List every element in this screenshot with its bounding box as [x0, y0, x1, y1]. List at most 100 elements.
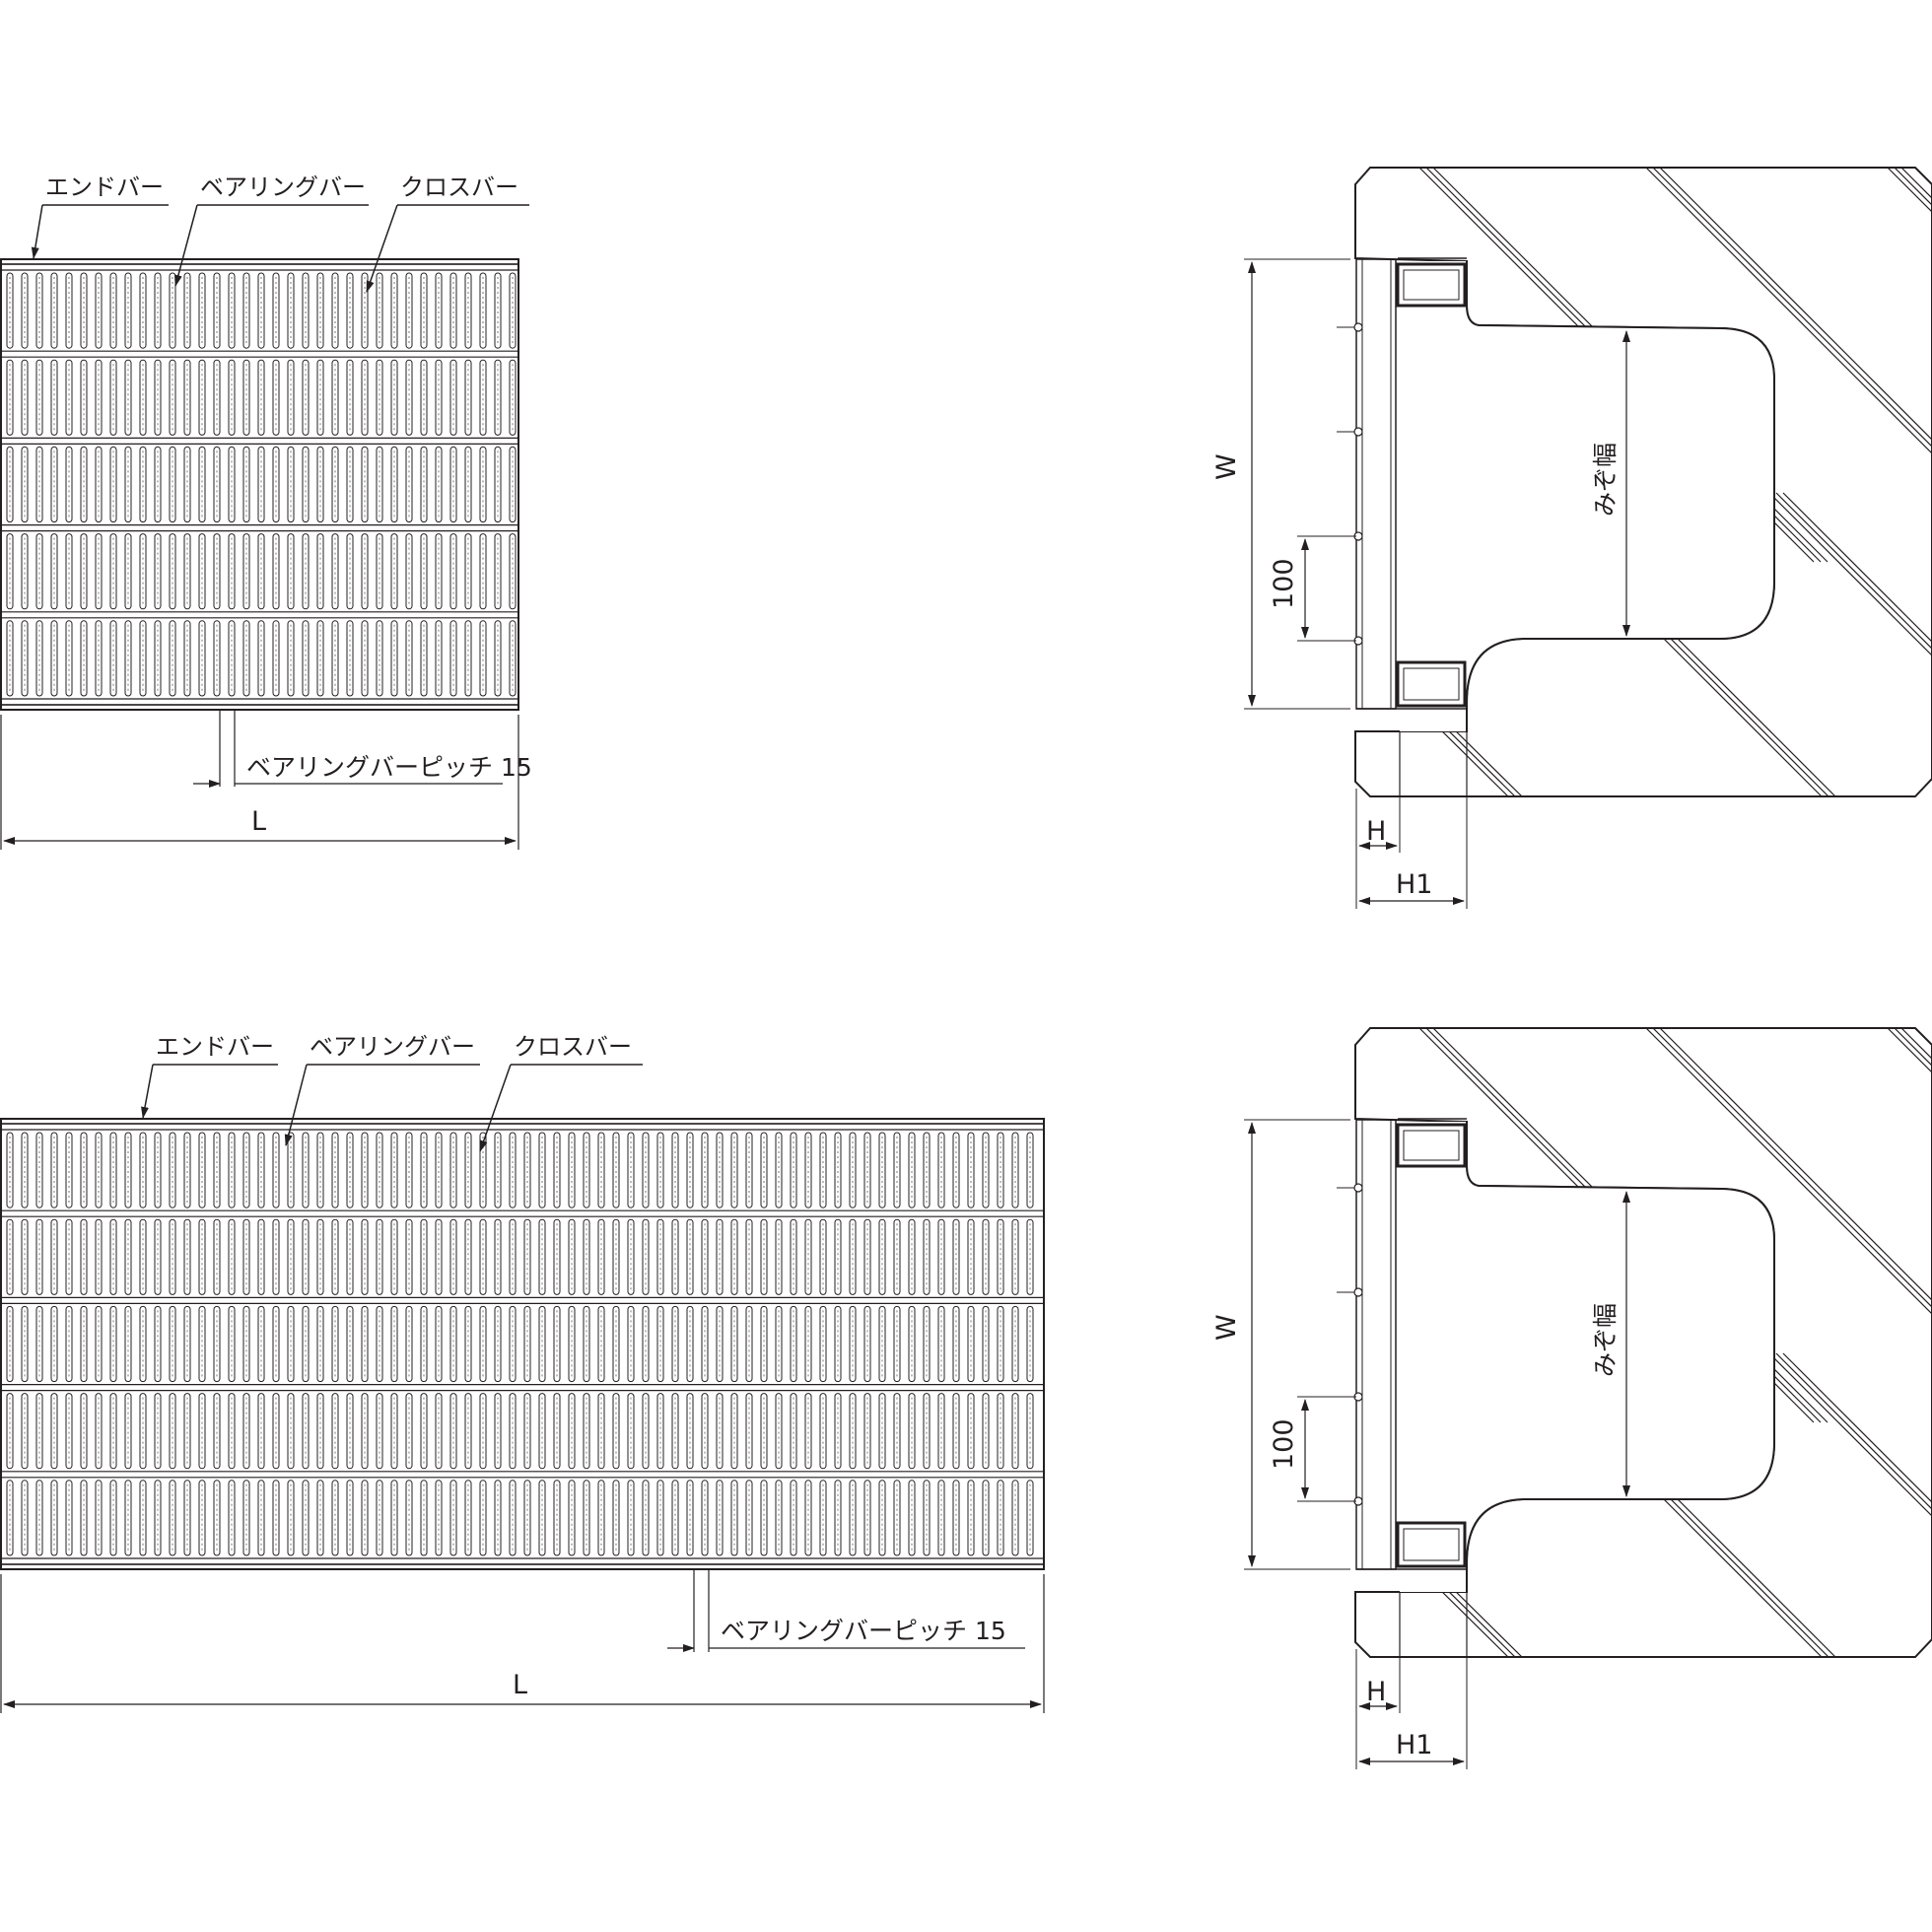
- bottom-bearing-bar: [553, 1218, 561, 1295]
- top-bearing-bar: [65, 620, 73, 697]
- bottom-hatch-line: [1768, 1352, 1932, 1517]
- bottom-bearing-bar: [642, 1480, 650, 1556]
- bottom-bearing-bar: [568, 1218, 576, 1295]
- bottom-bearing-bar: [671, 1132, 679, 1208]
- bottom-bearing-bar: [967, 1132, 975, 1208]
- top-bearing-bar: [257, 533, 265, 610]
- bottom-bearing-bar: [982, 1132, 990, 1208]
- bottom-bolt: [1353, 1287, 1363, 1297]
- bottom-bearing-bar: [228, 1218, 236, 1295]
- bottom-hatch-line: [1652, 1028, 1932, 1315]
- bottom-bearing-bar: [257, 1393, 265, 1470]
- top-bearing-bar: [405, 359, 413, 436]
- top-bearing-bar: [109, 359, 117, 436]
- bottom-bearing-bar: [435, 1393, 443, 1470]
- bottom-bearing-bar: [952, 1218, 960, 1295]
- top-bearing-bar: [376, 620, 383, 697]
- bottom-bearing-bar: [376, 1305, 383, 1383]
- top-height-total-label: H1: [1396, 869, 1432, 900]
- top-bearing-bar: [479, 446, 487, 523]
- top-bearing-bar: [139, 446, 147, 523]
- bottom-bearing-bar: [893, 1305, 901, 1383]
- bottom-bearing-bar: [597, 1305, 605, 1383]
- bottom-bearing-bar: [804, 1218, 812, 1295]
- top-bearing-bar: [154, 446, 162, 523]
- bottom-bearing-bar: [65, 1480, 73, 1556]
- top-bearing-bar: [257, 620, 265, 697]
- bottom-bearing-bar: [435, 1480, 443, 1556]
- bottom-bearing-bar: [287, 1393, 295, 1470]
- bottom-bearing-bar: [538, 1305, 546, 1383]
- bottom-bearing-bar: [583, 1393, 590, 1470]
- top-bearing-bar: [6, 620, 14, 697]
- bottom-bearing-bar: [952, 1132, 960, 1208]
- top-cross-bars: [1, 263, 518, 706]
- top-bearing-bar: [213, 620, 221, 697]
- bottom-bolt: [1353, 1183, 1363, 1193]
- top-bearing-bar: [198, 272, 206, 349]
- bottom-bearing-bar: [139, 1393, 147, 1470]
- bottom-bearing-bar: [509, 1393, 517, 1470]
- bottom-section-view: [1244, 1027, 1932, 1769]
- top-bearing-bar: [449, 620, 457, 697]
- bottom-bearing-bar: [494, 1218, 502, 1295]
- bottom-bearing-bar: [568, 1393, 576, 1470]
- top-bearing-bar: [494, 359, 502, 436]
- bottom-bearing-bar: [139, 1218, 147, 1295]
- bottom-cross-bars: [1, 1123, 1044, 1565]
- bottom-bearing-bar: [257, 1305, 265, 1383]
- bottom-bearing-bar: [701, 1305, 709, 1383]
- bottom-width-label: W: [1211, 1314, 1242, 1341]
- bottom-bearing-bar: [169, 1480, 176, 1556]
- top-bearing-bar: [346, 272, 354, 349]
- bottom-bearing-bar: [937, 1305, 945, 1383]
- top-bearing-bar: [169, 620, 176, 697]
- bottom-bearing-bar: [730, 1480, 738, 1556]
- bottom-frame-angle-bottom: [1396, 1521, 1467, 1568]
- bottom-bearing-bar: [923, 1393, 931, 1470]
- bottom-bearing-bar: [449, 1132, 457, 1208]
- bottom-bearing-bar: [790, 1393, 797, 1470]
- bottom-bearing-bar: [346, 1132, 354, 1208]
- bottom-bearing-bar: [109, 1218, 117, 1295]
- bottom-bearing-bar: [272, 1305, 280, 1383]
- bottom-bearing-bar: [597, 1132, 605, 1208]
- bottom-bearing-bar: [420, 1393, 428, 1470]
- top-bearing-bar: [154, 620, 162, 697]
- bottom-frame-angle-top: [1396, 1123, 1467, 1168]
- top-bearing-bar: [65, 359, 73, 436]
- bottom-bearing-bar: [997, 1218, 1004, 1295]
- top-bearing-bar: [479, 272, 487, 349]
- bottom-bearing-bar: [405, 1218, 413, 1295]
- bottom-bearing-bar: [405, 1305, 413, 1383]
- bottom-bearing-bar: [553, 1132, 561, 1208]
- bottom-bearing-bar-label: ベアリングバー: [310, 1033, 475, 1061]
- bottom-bearing-bar: [124, 1218, 132, 1295]
- bottom-bearing-bar: [834, 1132, 842, 1208]
- bottom-bearing-bar: [316, 1480, 324, 1556]
- top-bearing-bar: [331, 620, 339, 697]
- bottom-bearing-bar: [952, 1393, 960, 1470]
- bottom-hatch-line: [1775, 1352, 1932, 1517]
- bottom-bearing-bar: [124, 1480, 132, 1556]
- bottom-bearing-bar: [642, 1305, 650, 1383]
- bottom-bearing-bar: [775, 1480, 783, 1556]
- bottom-bearing-bar: [109, 1132, 117, 1208]
- top-bearing-bar: [509, 533, 517, 610]
- top-leaders: [31, 204, 529, 293]
- top-bearing-bar: [50, 533, 58, 610]
- bottom-bearing-bar: [701, 1480, 709, 1556]
- top-frame-angle-top: [1396, 262, 1467, 308]
- bottom-bearing-bar: [790, 1218, 797, 1295]
- top-channel-width-label: みぞ幅: [1591, 443, 1620, 517]
- bottom-bearing-bar: [257, 1132, 265, 1208]
- top-bearing-bar: [272, 272, 280, 349]
- top-section-view: [1244, 167, 1932, 909]
- top-bearing-bar: [257, 446, 265, 523]
- bottom-bearing-bar: [863, 1305, 871, 1383]
- bottom-concrete-hatch: [1355, 1028, 1932, 1657]
- top-bearing-bar: [316, 533, 324, 610]
- bottom-bearing-bar: [1026, 1393, 1034, 1470]
- bottom-bearing-bar: [642, 1218, 650, 1295]
